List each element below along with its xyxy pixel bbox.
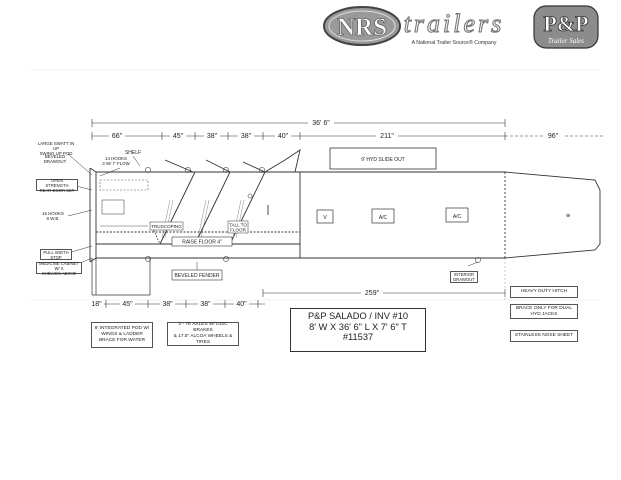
logo-nrs: NRS xyxy=(337,14,387,41)
slide-length-dimension xyxy=(262,289,506,297)
hooks-top-label: 14 HOOKS 3 W/ 7' FLOW xyxy=(102,156,130,166)
axles-note: 3 - 7K AXLES W/ DISC BRAKES & 17.5" ALCO… xyxy=(167,322,239,346)
title-line-3: #11537 xyxy=(342,332,374,342)
dim-slide-length: 259" xyxy=(365,290,380,297)
dim-bottom-1: 18" xyxy=(91,301,102,308)
title-block: P&P SALADO / INV #10 8' W X 36' 6" L X 7… xyxy=(290,308,426,352)
vent xyxy=(316,209,334,224)
pull-width-stop-label: PULL WIDTH STOP xyxy=(40,249,72,260)
top-dimension-line xyxy=(91,132,605,140)
truscoping-label: TRUSCOPING xyxy=(151,224,182,229)
nose-sheet-note: STAINLESS NOSE SHEET xyxy=(510,330,578,342)
tall-to-floor-line1: TALL TO xyxy=(229,223,247,228)
open-storage-label: OPEN STRENGTH REAR DOOR SET xyxy=(36,178,78,193)
dim-top-6: 211" xyxy=(380,133,394,140)
ac-2-label: A/C xyxy=(453,214,462,220)
logo-pp-sub: Trailer Sales xyxy=(548,37,584,45)
dim-top-5: 40" xyxy=(278,133,289,140)
raise-floor-label: RAISE FLOOR 4" xyxy=(182,240,222,246)
raise-floor-box xyxy=(171,236,233,247)
rear-swing-label: LARGE SWATT IN UP SWING UP POD xyxy=(37,141,75,156)
brand-logo: NRS trailers A National Trailer Source® … xyxy=(323,5,599,49)
dim-nose: 96" xyxy=(548,133,559,140)
title-line-1: P&P SALADO / INV #10 xyxy=(307,311,409,321)
medicine-cabinet-label: MEDICINE CABINET W/ X SHELVES ABOVE xyxy=(36,261,82,276)
ac-1-label: A/C xyxy=(379,215,388,221)
overall-dimension-line xyxy=(91,119,506,127)
logo-pp: P&P xyxy=(543,11,588,36)
slide-out-box xyxy=(329,147,437,170)
tall-to-floor-line2: FLOOR xyxy=(230,228,247,233)
integrated-pod-note: 8' INTEGRATED POD W/ WINGS & LADDER BRAC… xyxy=(91,322,153,348)
side-hooks-label: 16 HOOKS 8 W.B. xyxy=(42,211,64,221)
dim-top-1: 66" xyxy=(112,133,123,140)
beveled-fender-label: BEVELED FENDER xyxy=(174,273,219,279)
dim-top-3: 38" xyxy=(207,133,218,140)
slide-out-label: 9' HYD SLIDE OUT xyxy=(361,157,404,163)
interior-drawout-label: INTERIOR DRAWOUT xyxy=(450,271,478,283)
logo-tagline: A National Trailer Source® Company xyxy=(412,39,497,46)
dim-bottom-5: 40" xyxy=(236,301,247,308)
dim-bottom-4: 38" xyxy=(200,301,211,308)
dim-top-2: 45" xyxy=(173,133,184,140)
brace-note: BRACE ONLY FOR DUAL HYD JACKS xyxy=(510,304,578,319)
hitch-note: HEAVY DUTY HITCH xyxy=(510,286,578,298)
dim-top-4: 38" xyxy=(241,133,252,140)
dim-overall: 36' 6" xyxy=(312,120,330,127)
ac-unit-2 xyxy=(445,207,469,223)
beveled-drawout-label: BEVELED DRAWOUT xyxy=(43,154,67,164)
dim-bottom-2: 45" xyxy=(122,301,133,308)
dim-bottom-3: 38" xyxy=(162,301,173,308)
trailer-body xyxy=(89,167,601,263)
logo-trailers: trailers xyxy=(404,9,505,38)
title-line-2: 8' W X 36' 6" L X 7' 6" T xyxy=(309,321,407,332)
ac-unit-1 xyxy=(371,208,395,224)
vent-label: V xyxy=(323,215,327,221)
shelf-label: SHELF xyxy=(125,150,141,156)
nose-mark: ⊕ xyxy=(566,213,570,219)
